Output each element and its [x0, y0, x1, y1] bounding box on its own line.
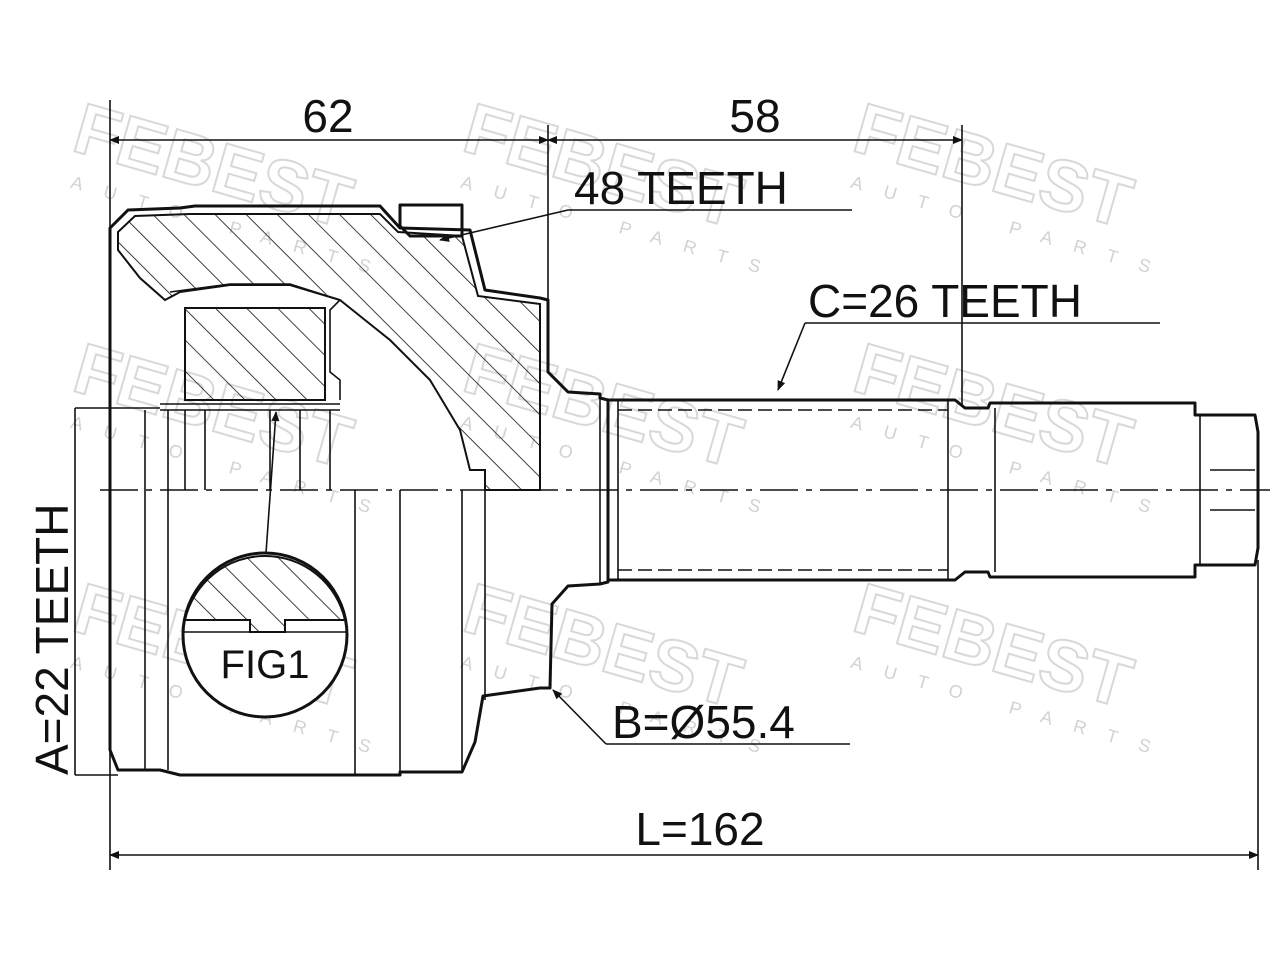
- teeth-a-label: A=22 TEETH: [26, 504, 78, 775]
- housing-hatch: [117, 213, 541, 491]
- dimension-62: 62: [109, 90, 549, 144]
- diameter-b-label: B=Ø55.4: [612, 696, 795, 748]
- extension-lines: [74, 100, 1259, 870]
- callout-c-teeth: C=26 TEETH: [777, 275, 1160, 391]
- dimension-62-label: 62: [302, 90, 353, 142]
- teeth-48-label: 48 TEETH: [574, 162, 788, 214]
- dimension-58: 58: [547, 90, 963, 144]
- inner-race: [184, 307, 326, 401]
- dimension-length: L=162: [109, 803, 1259, 859]
- callout-b-diameter: B=Ø55.4: [552, 689, 850, 748]
- callout-a-teeth: A=22 TEETH: [26, 504, 78, 775]
- fig1-leader: [265, 411, 280, 554]
- stub-shaft: [599, 398, 1260, 584]
- fig1-label: FIG1: [221, 643, 310, 687]
- callout-48-teeth: 48 TEETH: [439, 162, 852, 242]
- outer-housing: [108, 204, 610, 777]
- abs-tooth: [398, 203, 464, 238]
- length-label: L=162: [635, 803, 764, 855]
- fig1-detail: FIG1: [181, 411, 349, 719]
- dimension-58-label: 58: [729, 90, 780, 142]
- teeth-c-label: C=26 TEETH: [808, 275, 1082, 327]
